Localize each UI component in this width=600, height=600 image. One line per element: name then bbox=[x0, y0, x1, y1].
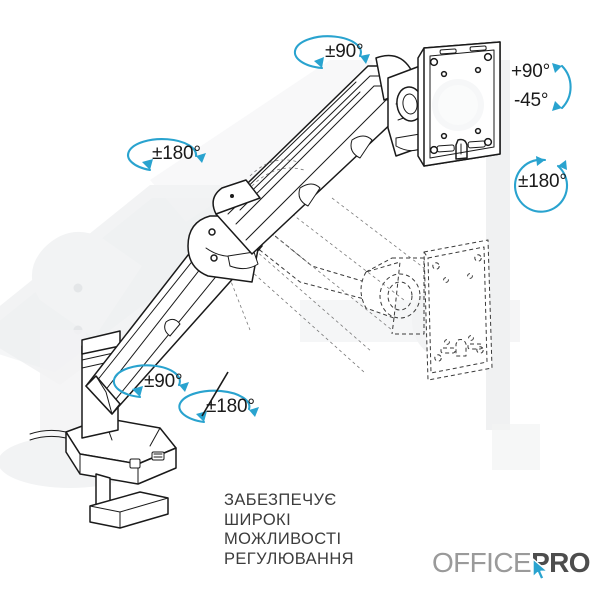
alternate-position-outline bbox=[213, 197, 493, 381]
logo-text-office: OFFICE bbox=[432, 547, 532, 578]
arrow-tilt bbox=[552, 63, 572, 111]
arrow-base-rotate bbox=[178, 389, 259, 424]
arrow-screen-rotate bbox=[513, 156, 569, 213]
arrow-elbow-rotate bbox=[127, 138, 206, 172]
separator-slash bbox=[201, 371, 229, 417]
rotation-arrows bbox=[112, 35, 572, 424]
rotation-label-top-pan: ±90° bbox=[325, 41, 364, 62]
officepro-logo: OFFICEPRO bbox=[432, 547, 591, 581]
rotation-label-tilt-down: -45° bbox=[514, 90, 549, 111]
arrow-base-pan bbox=[112, 364, 189, 399]
rotation-label-base-rotate: ±180° bbox=[206, 396, 255, 417]
cursor-icon bbox=[531, 558, 551, 587]
rotation-label-screen-rotate: ±180° bbox=[518, 171, 567, 192]
rotation-label-base-pan: ±90° bbox=[144, 371, 183, 392]
vesa-mount-plate bbox=[417, 41, 501, 167]
arrow-top-pan bbox=[293, 35, 370, 70]
rotation-label-tilt-up: +90° bbox=[511, 61, 551, 82]
rotation-label-elbow: ±180° bbox=[152, 143, 201, 164]
feature-description-text: ЗАБЕЗПЕЧУЄ ШИРОКІ МОЖЛИВОСТІ РЕГУЛЮВАННЯ bbox=[224, 491, 354, 568]
